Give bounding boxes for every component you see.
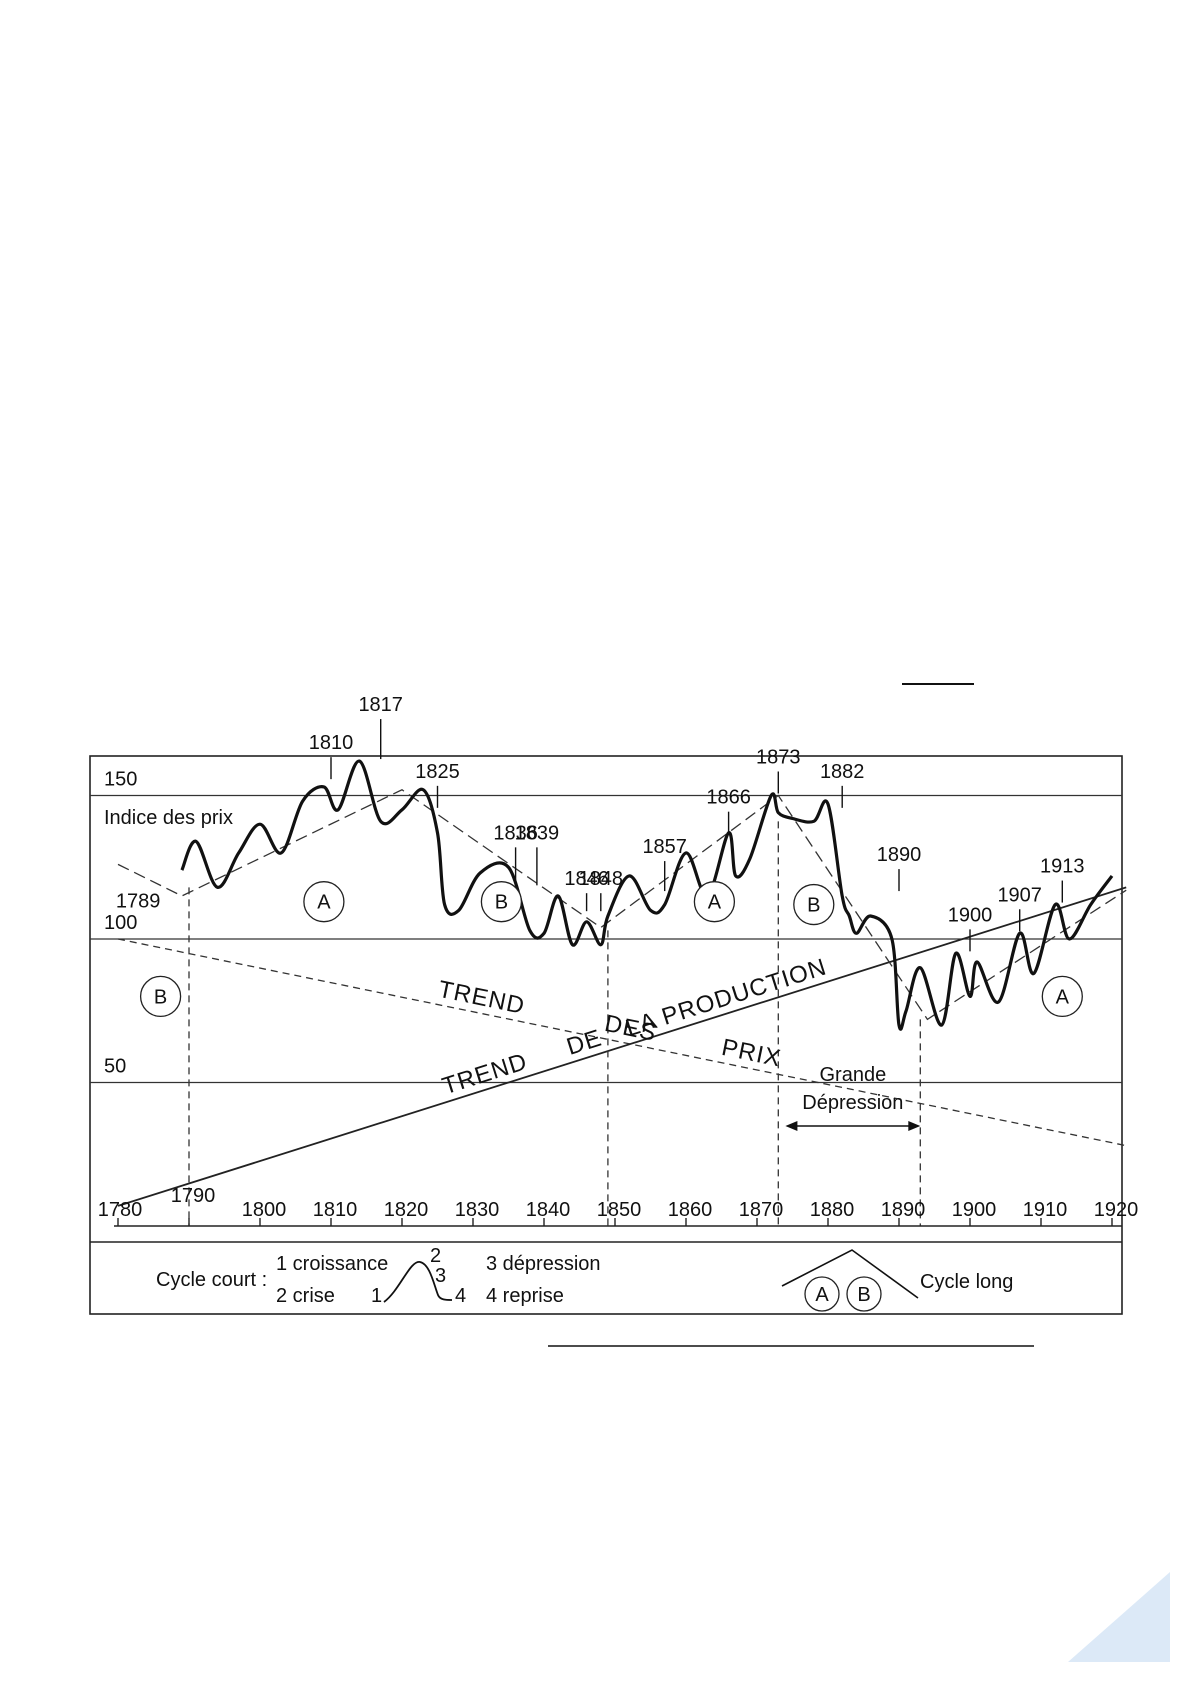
long-wave-line (117, 789, 1127, 1021)
x-tick-label: 1920 (1094, 1199, 1139, 1221)
phase-circle (303, 881, 345, 923)
phase-circle (1041, 975, 1083, 1018)
x-tick-label: 1910 (1023, 1199, 1068, 1221)
legend-phase-letter: A (815, 1284, 829, 1306)
x-tick-label: 1790 (171, 1185, 216, 1207)
year-label: 1907 (997, 884, 1042, 906)
x-tick-label: 1840 (526, 1199, 571, 1221)
legend-phase-circle (846, 1276, 882, 1312)
y-tick-label: 50 (104, 1056, 126, 1078)
year-label: 1882 (820, 761, 865, 783)
year-label: 1839 (515, 822, 560, 844)
phase-letter: A (317, 892, 331, 914)
year-label: 1900 (948, 904, 993, 926)
y-axis-label: Indice des prix (104, 807, 233, 829)
price-index-series (180, 759, 1114, 1031)
legend: Cycle court : 1 croissance 2 crise 3 dépres… (156, 1245, 1013, 1312)
year-label: 1810 (309, 732, 354, 754)
year-label: 1825 (415, 761, 460, 783)
phase-circle (793, 883, 835, 926)
year-label: 1836 (493, 822, 538, 844)
x-tick-label: 1860 (668, 1199, 713, 1221)
year-label: 1873 (756, 747, 801, 769)
year-label: 1789 (116, 890, 160, 912)
legend-cycle-long-shape (781, 1249, 919, 1299)
year-label: 1846 (564, 868, 609, 890)
year-label: 1817 (358, 694, 403, 716)
phase-letter: B (495, 892, 508, 914)
phase-letter: B (807, 895, 820, 917)
year-label: 1857 (642, 836, 687, 858)
depression-arrow-right (908, 1121, 921, 1131)
chart-frame (89, 755, 1123, 1315)
x-axis: 1780 1790 1800 1810 1820 1830 1840 1850 1860 1870… (98, 1185, 1139, 1227)
trend-lines (117, 886, 1127, 1207)
x-tick-label: 1850 (597, 1199, 642, 1221)
y-tick-label: 100 (104, 912, 137, 934)
y-gridlines (90, 794, 1122, 1084)
legend-marker: 1 (371, 1285, 382, 1307)
phase-labels: A B A B B A (139, 881, 1083, 1018)
year-label: 1866 (706, 787, 751, 809)
phase-circle (139, 975, 182, 1018)
depression-label-line2: Dépression (802, 1092, 903, 1114)
legend-marker: 3 (435, 1265, 446, 1287)
phase-letter: B (154, 986, 167, 1008)
legend-item: 3 dépression (486, 1253, 601, 1275)
x-tick-label: 1870 (739, 1199, 784, 1221)
legend-phase-letter: B (857, 1284, 870, 1306)
depression-label-line1: Grande (819, 1064, 886, 1086)
legend-item: 2 crise (276, 1285, 335, 1307)
page-corner-decoration (1068, 1572, 1170, 1662)
year-label: 1890 (877, 844, 922, 866)
trend-des-prix-line (117, 938, 1127, 1147)
x-tick-label: 1880 (810, 1199, 855, 1221)
legend-item: 1 croissance (276, 1253, 388, 1275)
reference-dashed-lines (188, 821, 921, 1226)
legend-marker: 2 (430, 1245, 441, 1267)
x-tick-label: 1800 (242, 1199, 287, 1221)
y-tick-labels: 150 100 50 (104, 769, 137, 1078)
x-tick-label: 1820 (384, 1199, 429, 1221)
legend-cycle-curve (383, 1261, 453, 1303)
price-index-line (180, 759, 1114, 1031)
phase-letter: A (708, 892, 722, 914)
year-label: 1848 (579, 868, 624, 890)
x-tick-label: 1780 (98, 1199, 143, 1221)
x-tick-label: 1830 (455, 1199, 500, 1221)
phase-letter: A (1056, 986, 1070, 1008)
depression-arrow-left (785, 1121, 798, 1131)
x-tick-label: 1900 (952, 1199, 997, 1221)
long-wave-trend (117, 789, 1127, 1021)
x-tick-label: 1890 (881, 1199, 926, 1221)
legend-marker: 4 (455, 1285, 466, 1307)
y-tick-label: 150 (104, 769, 137, 791)
legend-phase-circle (804, 1276, 840, 1312)
legend-cycle-long-label: Cycle long (920, 1271, 1013, 1293)
legend-item: 4 reprise (486, 1285, 564, 1307)
x-tick-label: 1810 (313, 1199, 358, 1221)
phase-circle (693, 881, 736, 923)
phase-circle (480, 881, 523, 923)
year-label: 1913 (1040, 856, 1085, 878)
legend-cycle-court-label: Cycle court : (156, 1269, 267, 1291)
trend-de-la-production-line (117, 886, 1127, 1207)
